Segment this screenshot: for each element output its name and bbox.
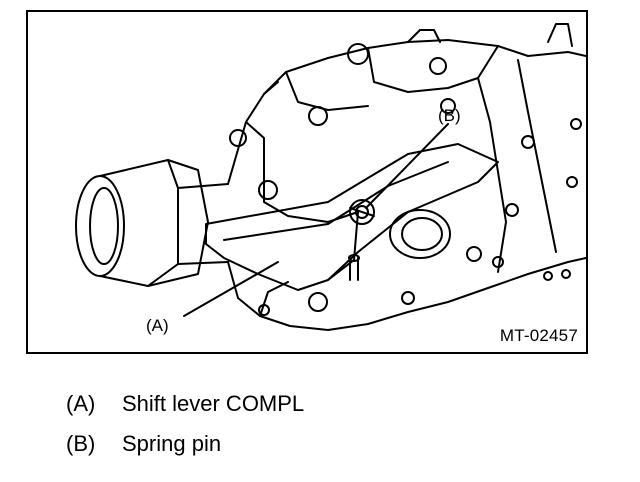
diagram-figure: (B) (A) MT-02457 [26, 10, 588, 354]
callout-b: (B) [438, 106, 461, 125]
legend-key: (A) [66, 391, 96, 416]
transmission-case [227, 23, 586, 331]
shaft-stub [348, 254, 360, 281]
leader-line-a [183, 261, 279, 317]
transmission-illustration [75, 23, 586, 331]
legend-label: Shift lever COMPL [122, 391, 305, 416]
extension-housing [75, 159, 229, 287]
leader-line-b [365, 123, 449, 209]
figure-code: MT-02457 [499, 326, 578, 345]
spring-pin [349, 199, 375, 225]
legend: (A) Shift lever COMPL (B) Spring pin [66, 384, 304, 464]
legend-item: (A) Shift lever COMPL [66, 384, 304, 424]
legend-label: Spring pin [122, 431, 222, 456]
legend-item: (B) Spring pin [66, 424, 304, 464]
callout-a: (A) [146, 316, 169, 335]
legend-key: (B) [66, 431, 96, 456]
